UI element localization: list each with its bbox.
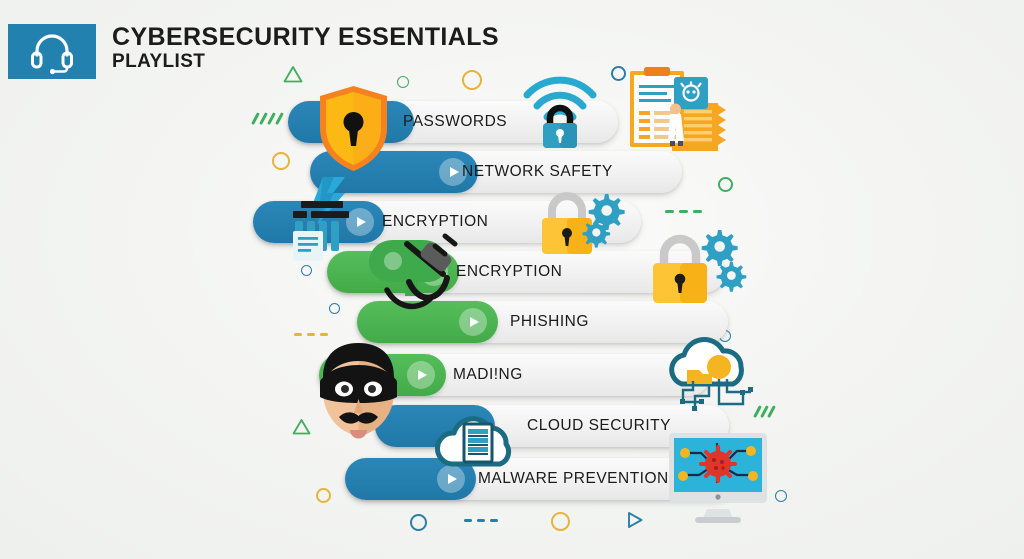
headset-icon [8,24,96,79]
circle-outline-green-right [718,177,733,192]
header-text: CYBERSECURITY ESSENTIALS PLAYLIST [112,24,499,73]
dashes-yellow-left [294,333,328,336]
cloud-server-icon [430,406,522,469]
circle-outline-green-top-mid [397,76,409,88]
hatch-marks-green-upper [251,112,288,132]
play-button[interactable] [437,465,465,493]
playlist-row-label: PHISHING [510,313,589,330]
document-person-icon [626,65,730,162]
hatch-marks-green-right [753,405,778,425]
page-subtitle: PLAYLIST [112,51,206,73]
playlist-row-label: NETWORK SAFETY [462,163,613,180]
circle-outline-yellow-lower-left [316,488,331,503]
server-key-icon [287,173,373,265]
wifi-lock-icon [521,73,599,148]
playlist-row-label: ENCRYPTION [456,263,563,280]
dashes-blue-bottom [464,519,498,522]
playlist-row-label: PASSWORDS [403,113,508,130]
circle-outline-yellow-left [272,152,290,170]
cloud-network-icon [655,334,758,416]
play-button[interactable] [439,158,467,186]
circle-outline-blue-mid-left-2 [329,303,340,314]
playlist-row-label: CLOUD SECURITY [527,417,671,434]
circle-outline-blue-bottom [410,514,427,531]
circle-outline-yellow-top-right [462,70,482,90]
play-button[interactable] [346,208,374,236]
circle-outline-blue-top-right [611,66,626,81]
circle-outline-blue-far-right [775,490,787,502]
plug-key-icon [365,232,469,324]
monitor-virus-icon [667,431,769,525]
playlist-row-label: MADI!NG [453,366,523,383]
page-title: CYBERSECURITY ESSENTIALS [112,23,499,51]
header: CYBERSECURITY ESSENTIALS PLAYLIST [8,24,499,79]
padlock-gears-icon [535,192,633,259]
play-button[interactable] [407,361,435,389]
padlock-gears-icon-2 [650,228,747,307]
circle-outline-blue-mid-left [301,265,312,276]
shield-lock-icon [317,84,390,173]
playlist-row-label: MALWARE PREVENTION [478,470,669,487]
dashes-green-right [665,210,702,213]
playlist-row-label: ENCRYPTION [382,213,489,230]
circle-outline-yellow-bottom [551,512,570,531]
play-button[interactable] [459,308,487,336]
thief-mask-icon [311,341,406,439]
progress-fill [357,301,498,343]
